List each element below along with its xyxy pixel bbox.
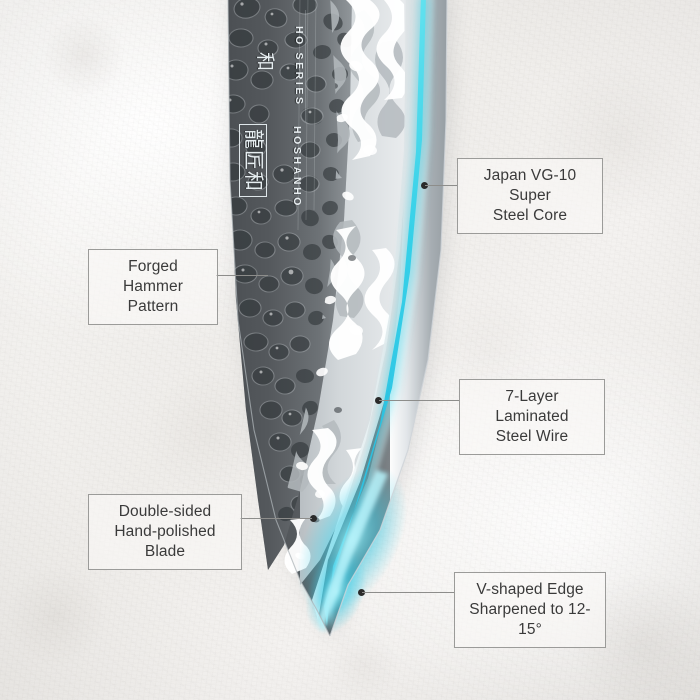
- callout-forged-hammer[interactable]: Forged Hammer Pattern: [88, 249, 218, 326]
- callout-leader-laminated-wire: [379, 400, 460, 401]
- blade-outline-right: [329, 0, 448, 637]
- callout-leader-hand-polished: [240, 518, 312, 519]
- callout-leader-v-edge: [362, 592, 455, 593]
- callout-marker-laminated-wire: [375, 397, 382, 404]
- blade-brand-text: HOSHANHO: [291, 126, 303, 209]
- blade-series-text: HO SERIES: [293, 26, 305, 107]
- polish-hairlines: [297, 0, 317, 231]
- edge-glow: [296, 466, 408, 635]
- blade-outline-left: [227, 0, 331, 637]
- callout-marker-hand-polished: [310, 515, 317, 522]
- callout-vg10-core[interactable]: Japan VG-10 Super Steel Core: [457, 158, 603, 235]
- callout-marker-v-edge: [358, 589, 365, 596]
- callout-marker-vg10-core: [421, 182, 428, 189]
- blade-kanji-stamp: 龍匠和: [239, 124, 267, 197]
- engrave-hairline-1: [305, 10, 306, 122]
- callout-leader-forged-hammer: [216, 275, 268, 276]
- callout-v-edge[interactable]: V-shaped Edge Sharpened to 12-15°: [454, 572, 606, 649]
- callout-laminated-wire[interactable]: 7-Layer Laminated Steel Wire: [459, 379, 605, 456]
- callout-hand-polished[interactable]: Double-sided Hand-polished Blade: [88, 494, 242, 571]
- callout-leader-vg10-core: [425, 185, 458, 186]
- blade-kanji-mark: 和: [254, 52, 275, 72]
